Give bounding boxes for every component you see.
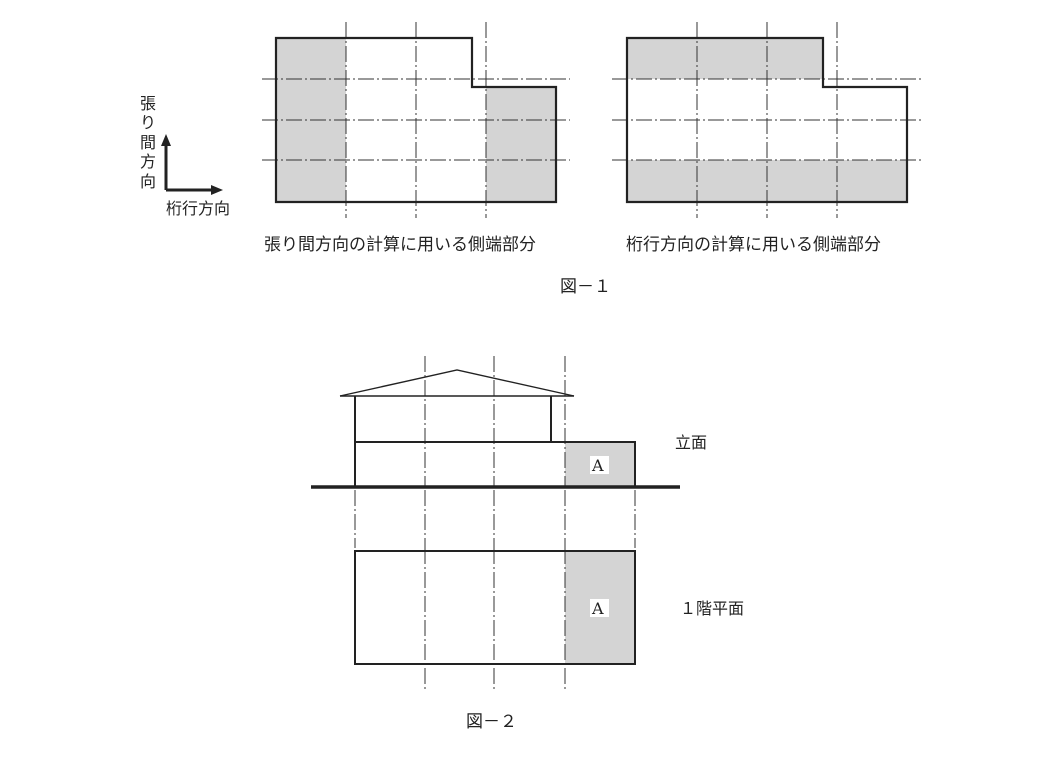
figure2-title: 図－２ bbox=[466, 712, 517, 732]
plan-outline bbox=[625, 36, 909, 204]
axis-label-vertical-5: 向 bbox=[140, 172, 156, 191]
right-side-end-shading bbox=[486, 87, 556, 202]
figure1-title: 図－１ bbox=[560, 277, 611, 297]
top-side-end-shading bbox=[627, 38, 823, 79]
gridlines bbox=[262, 22, 570, 218]
first-floor-plan: A bbox=[354, 548, 636, 690]
second-floor-walls bbox=[354, 396, 552, 442]
marker-a-box bbox=[590, 599, 609, 617]
elevation-gridlines bbox=[424, 356, 566, 487]
axis-label-vertical-2: り bbox=[140, 113, 156, 132]
label-first-floor-plan: １階平面 bbox=[680, 599, 744, 618]
axis-label-vertical-3: 間 bbox=[140, 133, 156, 152]
first-floor-walls bbox=[354, 441, 636, 487]
gridlines bbox=[612, 22, 921, 218]
projection-lines bbox=[354, 490, 636, 548]
axis-label-vertical-1: 張 bbox=[140, 94, 156, 113]
caption-ridge-direction: 桁行方向の計算に用いる側端部分 bbox=[626, 235, 881, 255]
direction-indicator bbox=[161, 134, 223, 195]
plan-outline bbox=[354, 550, 636, 665]
figure1-right-plan bbox=[612, 22, 921, 218]
caption-span-direction: 張り間方向の計算に用いる側端部分 bbox=[264, 235, 536, 255]
axis-label-vertical-4: 方 bbox=[140, 152, 156, 171]
marker-a-elevation: A bbox=[591, 456, 604, 475]
marker-a-box bbox=[590, 456, 609, 474]
marker-a-plan: A bbox=[591, 599, 604, 618]
plan-gridlines bbox=[424, 548, 566, 690]
roof bbox=[339, 369, 575, 397]
plan-outline bbox=[274, 36, 558, 204]
label-elevation: 立面 bbox=[675, 433, 707, 452]
figure1-left-plan bbox=[262, 22, 570, 218]
elevation: A bbox=[311, 356, 680, 489]
axis-label-horizontal: 桁行方向 bbox=[166, 199, 230, 218]
